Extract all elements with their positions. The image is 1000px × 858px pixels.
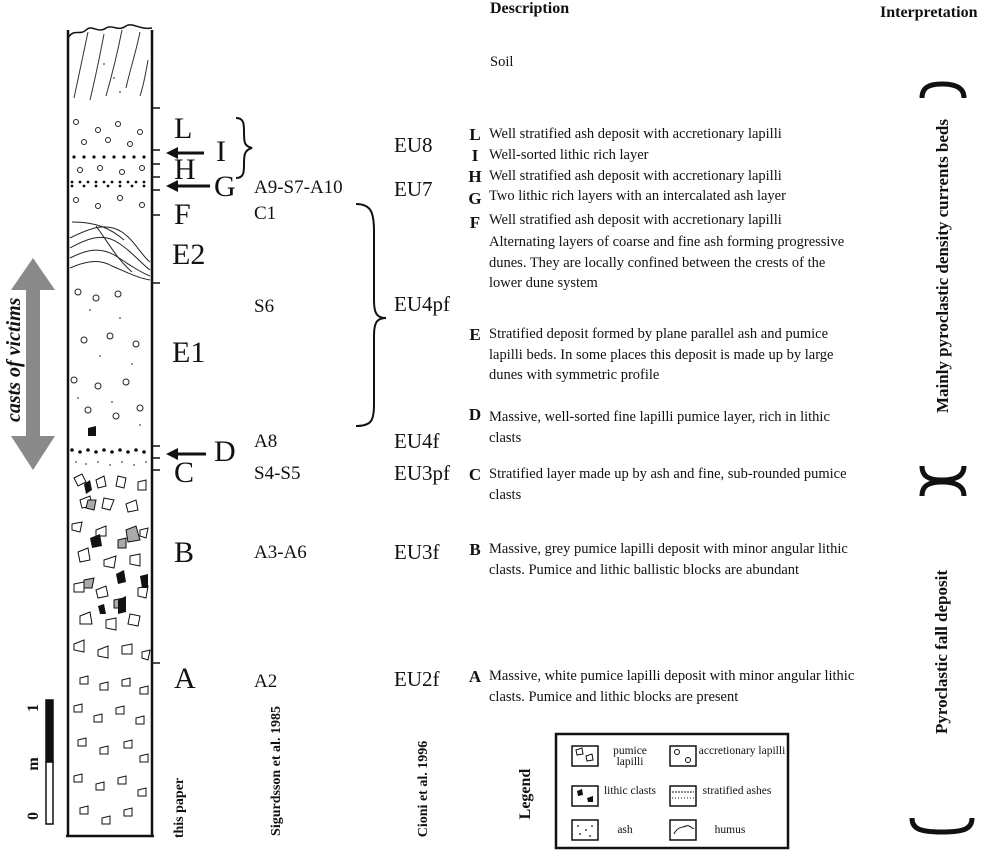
- column-label-this-paper: this paper: [172, 777, 187, 839]
- cioni-code-a: EU2f: [394, 667, 440, 691]
- description-letter-g: G: [468, 189, 482, 208]
- description-letter-h: H: [468, 167, 482, 186]
- eu4pf-brace: [355, 203, 387, 427]
- unit-label-d: D: [214, 435, 236, 468]
- description-letter-f: F: [469, 213, 481, 232]
- interpretation-lower: Pyroclastic fall deposit: [932, 570, 951, 734]
- cioni-code-g: EU7: [394, 177, 433, 201]
- description-letter-a: A: [468, 667, 482, 686]
- ash-stipple-pattern: [75, 63, 147, 466]
- soil-layer: [73, 29, 149, 101]
- unit-i-brace: [235, 117, 253, 179]
- unit-label-i: I: [216, 135, 226, 168]
- unit-label-g: G: [214, 170, 236, 203]
- unit-g-arrow: [166, 180, 210, 192]
- sigurdsson-code-d: A8: [254, 431, 278, 452]
- accretionary-lapilli-pattern: [70, 119, 145, 420]
- cioni-code-b: EU3f: [394, 540, 440, 564]
- lithic-clasts: [84, 426, 148, 614]
- legend-label-ash: ash: [617, 824, 633, 836]
- description-letter-l: L: [469, 125, 481, 144]
- description-letter-i: I: [471, 146, 479, 165]
- scale-label-one: 1: [25, 704, 42, 712]
- description-l: Well stratified ash deposit with accreti…: [489, 126, 782, 142]
- description-h: Well stratified ash deposit with accreti…: [489, 168, 782, 184]
- description-b: Massive, grey pumice lapilli deposit wit…: [489, 541, 848, 578]
- sigurdsson-code-f: C1: [254, 203, 277, 224]
- legend-box: [554, 732, 790, 850]
- legend-swatch-accretionary: [669, 745, 697, 767]
- description-i: Well-sorted lithic rich layer: [489, 147, 649, 163]
- column-label-legend: Legend: [517, 768, 534, 820]
- description-letter-d: D: [468, 405, 482, 424]
- stratigraphic-column: [66, 24, 160, 838]
- cioni-code-e: EU4pf: [394, 292, 450, 316]
- description-letter-e: E: [469, 325, 481, 344]
- description-a: Massive, white pumice lapilli deposit wi…: [489, 668, 855, 705]
- scale-label-zero: 0: [25, 812, 42, 820]
- dune-cross-beds: [69, 221, 151, 281]
- legend-swatch-pumice: [571, 745, 599, 767]
- legend-swatch-lithic: [571, 785, 599, 807]
- description-g: Two lithic rich layers with an intercala…: [489, 188, 786, 204]
- description-soil: Soil: [490, 54, 514, 70]
- unit-label-l: L: [174, 112, 193, 145]
- description-header: Description: [490, 0, 570, 17]
- pumice-lapilli-pattern: [71, 473, 151, 825]
- description-c: Stratified layer made up by ash and fine…: [489, 466, 847, 503]
- legend-swatch-ash: [571, 819, 599, 841]
- description-d: Massive, well-sorted fine lapilli pumice…: [489, 409, 830, 446]
- column-label-sigurdsson: Sigurdsson et al. 1985: [269, 706, 284, 836]
- legend-label-humus: humus: [714, 824, 746, 836]
- scale-label-unit: m: [25, 757, 42, 771]
- scale-bar: [45, 699, 54, 825]
- unit-i-arrow: [166, 147, 204, 159]
- casts-of-victims-label: casts of victims: [3, 297, 25, 422]
- description-e2: Alternating layers of coarse and fine as…: [489, 234, 845, 291]
- interpretation-brackets: [909, 81, 975, 835]
- interpretation-header: Interpretation: [880, 4, 978, 21]
- description-f: Well stratified ash deposit with accreti…: [489, 212, 782, 228]
- description-letter-c: C: [468, 465, 482, 484]
- legend-label-pumice: pumice lapilli: [613, 745, 647, 768]
- lithic-layer-pattern: [70, 155, 146, 454]
- sigurdsson-code-c: S4-S5: [254, 463, 301, 484]
- sigurdsson-code-g: A9-S7-A10: [254, 177, 343, 198]
- sigurdsson-code-b: A3-A6: [254, 542, 307, 563]
- sigurdsson-code-a: A2: [254, 671, 278, 692]
- cioni-code-c: EU3pf: [394, 461, 450, 485]
- unit-label-e2: E2: [172, 238, 206, 271]
- unit-label-h: H: [174, 153, 196, 186]
- legend-swatch-humus: [669, 819, 697, 841]
- unit-label-e1: E1: [172, 336, 206, 369]
- unit-label-c: C: [174, 456, 195, 489]
- cioni-code-d: EU4f: [394, 429, 440, 453]
- interpretation-upper: Mainly pyroclastic density currents beds: [933, 118, 952, 414]
- unit-label-b: B: [174, 536, 195, 569]
- description-letter-b: B: [469, 540, 481, 559]
- cioni-code-l: EU8: [394, 133, 433, 157]
- grey-pumice-clasts: [83, 499, 141, 609]
- sigurdsson-code-e: S6: [254, 296, 275, 317]
- legend-swatch-stratified: [669, 785, 697, 807]
- unit-d-arrow: [166, 448, 206, 460]
- legend-label-accretionary: accretionary lapilli: [698, 745, 786, 757]
- column-label-cioni: Cioni et al. 1996: [416, 740, 431, 838]
- unit-label-f: F: [174, 198, 191, 231]
- description-e: Stratified deposit formed by plane paral…: [489, 326, 834, 383]
- unit-label-a: A: [174, 662, 196, 695]
- legend-label-stratified: stratified ashes: [702, 785, 772, 797]
- casts-of-victims-arrow: [11, 258, 55, 470]
- legend-label-lithic: lithic clasts: [603, 785, 657, 797]
